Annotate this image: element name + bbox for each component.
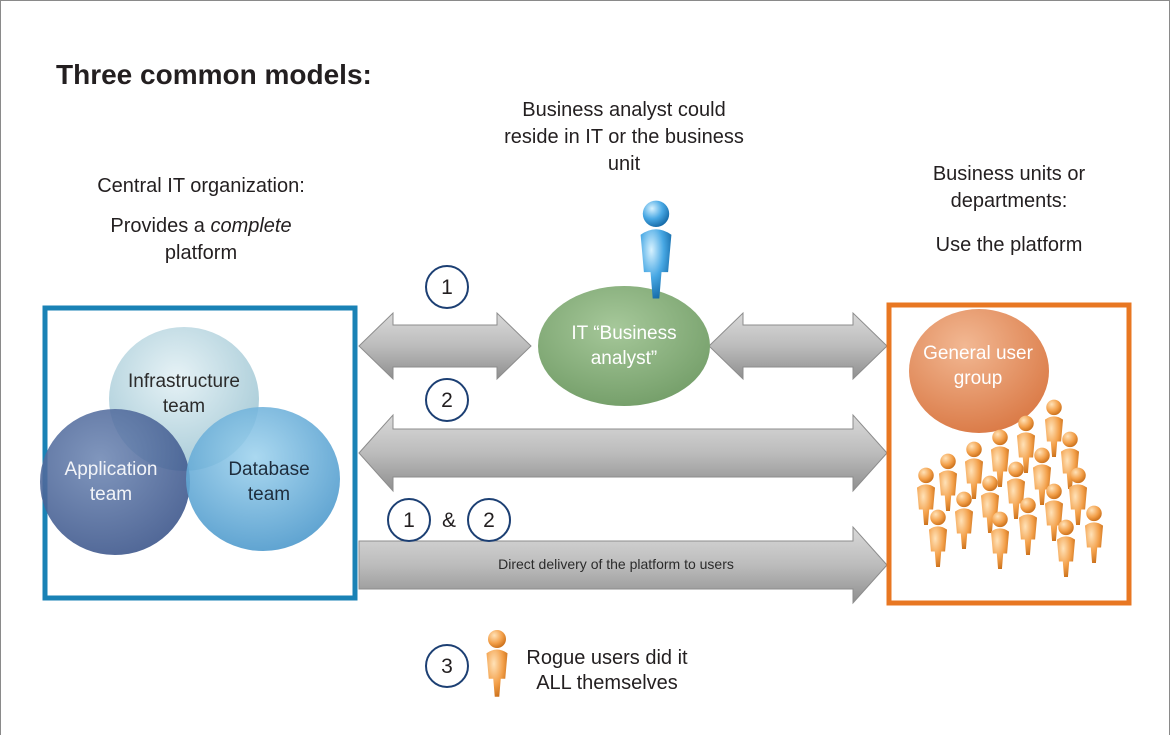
analyst-caption: Business analyst could reside in IT or t… — [504, 99, 744, 175]
arrow-analyst-to-business — [708, 311, 888, 381]
rogue-3-circle — [425, 644, 469, 688]
arrow-direct-delivery — [358, 525, 888, 605]
central-it-sub-emphasis: complete — [210, 215, 292, 237]
direct-delivery-label: Direct delivery of the platform to users — [498, 556, 734, 572]
model-2-circle — [425, 378, 469, 422]
business-units-heading: Business units or departments: — [932, 163, 1086, 212]
infrastructure-team-label: Infrastructure team — [128, 371, 240, 417]
business-units-subheading: Use the platform — [935, 234, 1083, 256]
central-it-sub-suffix: platform — [164, 242, 238, 264]
model-1-circle — [425, 265, 469, 309]
application-team-label: Application team — [64, 459, 158, 505]
business-analyst-oval — [538, 286, 710, 406]
rogue-user-person-icon — [486, 630, 508, 697]
combined-1-number: 1 — [403, 509, 415, 532]
arrow-it-to-analyst — [358, 311, 532, 381]
combined-ampersand: & — [441, 509, 456, 532]
rogue-3-number: 3 — [441, 655, 453, 678]
database-team-label: Database team — [228, 459, 310, 505]
central-it-heading: Central IT organization: — [97, 175, 305, 197]
combined-2-circle — [467, 498, 511, 542]
general-user-group-oval — [909, 309, 1049, 433]
general-user-group-label: General user group — [923, 343, 1033, 389]
page-title: Three common models: — [56, 59, 372, 90]
central-it-subheading: Provides a complete platform — [41, 213, 361, 267]
rogue-users-label: Rogue users did it ALL themselves — [526, 647, 688, 694]
database-team-circle — [186, 407, 340, 551]
arrow-it-to-business-direct — [358, 413, 888, 493]
model-1-number: 1 — [441, 276, 453, 299]
model-2-number: 2 — [441, 389, 453, 412]
combined-1-circle — [387, 498, 431, 542]
central-it-box — [42, 305, 358, 601]
central-it-sub-prefix: Provides a — [110, 215, 211, 237]
business-analyst-label: IT “Business analyst” — [571, 323, 677, 369]
application-team-circle — [40, 409, 190, 555]
business-analyst-person-icon — [640, 200, 672, 299]
business-units-box — [886, 302, 1132, 606]
combined-2-number: 2 — [483, 509, 495, 532]
